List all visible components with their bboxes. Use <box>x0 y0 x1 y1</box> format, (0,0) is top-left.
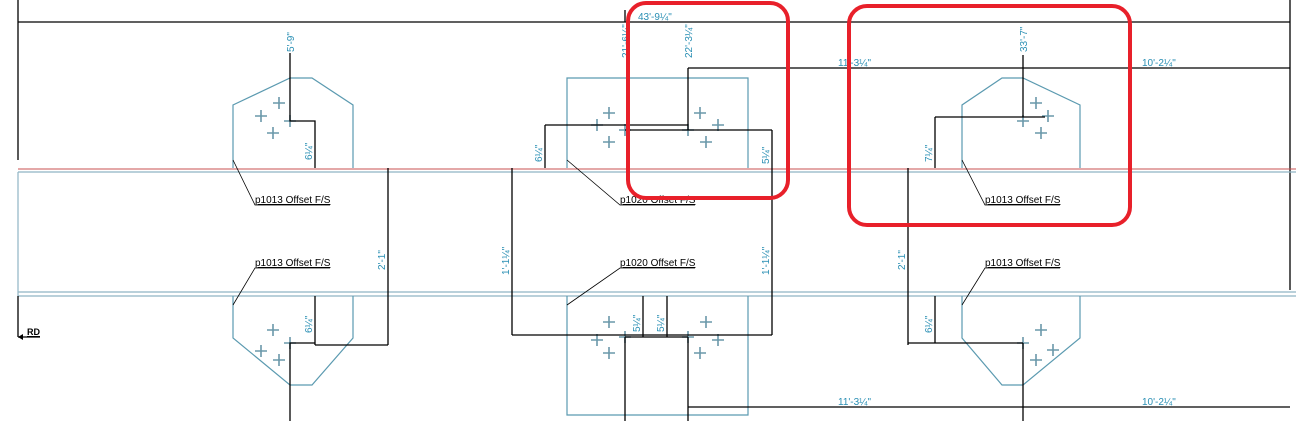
leader-lines <box>232 159 1060 306</box>
plate-bottom-right[interactable] <box>961 296 1081 386</box>
bolt-hole-icon <box>603 316 615 328</box>
piece-mark-top-middle[interactable]: p1020 Offset F/S <box>620 195 696 206</box>
dim-top-11-3: 11'-3¼" <box>838 57 872 69</box>
bolt-hole-icon <box>591 334 603 346</box>
bolt-hole-icon <box>1030 97 1042 109</box>
dim-mid-bottom-5-left: 5¼" <box>631 314 643 332</box>
dim-left-top-6: 6¼" <box>303 142 315 160</box>
rd-label: RD <box>27 327 40 337</box>
bolt-hole-icon <box>267 324 279 336</box>
piece-mark-bottom-middle[interactable]: p1020 Offset F/S <box>620 258 696 269</box>
rd-marker: RD <box>17 296 40 340</box>
bolt-hole-icon <box>1035 127 1047 139</box>
bolt-hole-icon <box>694 107 706 119</box>
plate-top-left[interactable] <box>232 77 354 168</box>
bolt-hole-icon <box>1030 354 1042 366</box>
bolt-hole-icon <box>267 127 279 139</box>
dim-mid-1-1-right: 1'-1¼" <box>760 246 772 275</box>
bolt-hole-icon <box>694 347 706 359</box>
bolt-hole-icon <box>1042 110 1054 122</box>
dim-left-2-1: 2'-1" <box>377 250 388 270</box>
bolt-hole-icon <box>603 136 615 148</box>
bolt-hole-icon <box>603 107 615 119</box>
bolt-hole-icon <box>712 119 724 131</box>
dim-right-top-7: 7¼" <box>923 144 935 162</box>
dim-top-10-2: 10'-2¼" <box>1142 57 1176 69</box>
plate-top-right[interactable] <box>961 77 1081 168</box>
bolt-hole-icon <box>273 97 285 109</box>
dim-22-3: 22'-3¼" <box>683 24 695 58</box>
dim-33-7: 33'-7" <box>1019 26 1030 52</box>
plate-top-middle[interactable] <box>566 77 749 168</box>
dim-5-9: 5'-9" <box>286 32 297 52</box>
dim-mid-top-6: 6¼" <box>533 144 545 162</box>
dim-right-bottom-6: 6¼" <box>923 315 935 333</box>
bolt-hole-icon <box>255 345 267 357</box>
bolt-hole-icon <box>255 110 267 122</box>
piece-mark-top-left[interactable]: p1013 Offset F/S <box>255 195 331 206</box>
piece-mark-top-right[interactable]: p1013 Offset F/S <box>985 195 1061 206</box>
dim-left-bottom-6: 6¼" <box>303 315 315 333</box>
bolt-hole-icon <box>273 354 285 366</box>
piece-mark-bottom-left[interactable]: p1013 Offset F/S <box>255 258 331 269</box>
beam <box>17 168 1296 297</box>
plate-bottom-middle[interactable] <box>566 296 749 416</box>
dim-43-9: 43'-9¼" <box>638 11 672 23</box>
highlight-box-right <box>847 4 1132 227</box>
bolt-hole-icon <box>700 136 712 148</box>
dim-bottom-11-3: 11'-3¼" <box>838 396 872 408</box>
dim-right-2-1: 2'-1" <box>897 250 908 270</box>
dim-mid-1-1-left: 1'-1¼" <box>500 246 512 275</box>
plate-bottom-left[interactable] <box>232 296 354 386</box>
bolt-hole-icon <box>1047 344 1059 356</box>
bolt-hole-icon <box>712 334 724 346</box>
bolt-hole-icon <box>603 347 615 359</box>
highlight-box-middle <box>626 1 790 200</box>
piece-mark-bottom-right[interactable]: p1013 Offset F/S <box>985 258 1061 269</box>
dim-mid-top-5: 5¼" <box>760 146 772 164</box>
dim-bottom-10-2: 10'-2¼" <box>1142 396 1176 408</box>
dim-mid-bottom-5-right: 5¼" <box>655 314 667 332</box>
bolt-hole-icon <box>700 316 712 328</box>
bolt-hole-icon <box>1035 324 1047 336</box>
